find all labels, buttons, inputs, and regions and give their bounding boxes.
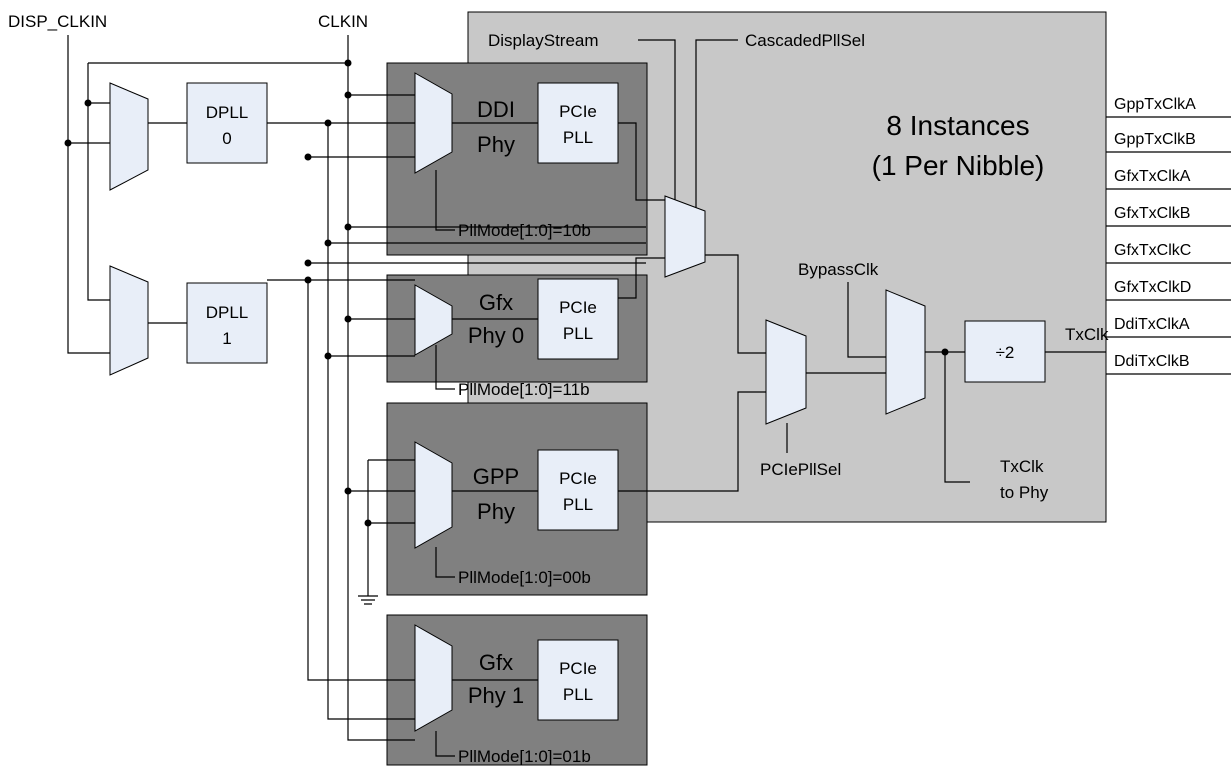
gfx-phy1-mux xyxy=(414,624,453,732)
ddi-pll-line2: PLL xyxy=(563,128,593,147)
dpll0-index: 0 xyxy=(222,129,231,148)
gfx1-phy-line2: Phy 1 xyxy=(468,683,524,708)
dpll0-box xyxy=(186,82,268,164)
gfx1-pcie-pll-box xyxy=(537,639,619,721)
display-stream-label: DisplayStream xyxy=(488,31,599,50)
output-label: DdiTxClkB xyxy=(1114,353,1190,370)
gpp-phy-line1: GPP xyxy=(473,464,519,489)
ddi-pllmode: PllMode[1:0]=10b xyxy=(458,221,591,240)
gfx0-pllmode: PllMode[1:0]=11b xyxy=(458,380,590,399)
gpp-phy-mux xyxy=(414,441,453,549)
gfx1-phy-line1: Gfx xyxy=(479,650,513,675)
gfx0-pcie-pll-box xyxy=(537,278,619,360)
cascaded-pll-sel-label: CascadedPllSel xyxy=(745,31,865,50)
gfx0-pll-line2: PLL xyxy=(563,324,593,343)
dpll1-box xyxy=(186,282,268,364)
output-label: GfxTxClkC xyxy=(1114,242,1191,259)
cascaded-mux xyxy=(664,195,706,278)
junction-dots xyxy=(64,59,949,527)
dpll0-name: DPLL xyxy=(206,103,249,122)
pcie-pll-sel-mux xyxy=(765,319,807,425)
gfx0-pll-line1: PCIe xyxy=(559,298,597,317)
output-label: DdiTxClkA xyxy=(1114,316,1190,333)
output-label: GfxTxClkB xyxy=(1114,205,1190,222)
output-label: GfxTxClkD xyxy=(1114,279,1191,296)
gfx1-pll-line2: PLL xyxy=(563,685,593,704)
ddi-phy-line1: DDI xyxy=(477,97,515,122)
divider-box xyxy=(964,320,1046,383)
disp-mux-1 xyxy=(109,265,149,376)
instance-title-1: 8 Instances xyxy=(886,110,1029,141)
outputs: GppTxClkA GppTxClkB GfxTxClkA GfxTxClkB … xyxy=(1114,96,1196,370)
divider-label: ÷2 xyxy=(996,343,1015,362)
bypass-clk-label: BypassClk xyxy=(798,260,879,279)
gpp-pcie-pll-box xyxy=(537,449,619,531)
gfx0-phy-line2: Phy 0 xyxy=(468,323,524,348)
instance-title-2: (1 Per Nibble) xyxy=(872,150,1045,181)
gfx1-pllmode: PllMode[1:0]=01b xyxy=(458,747,591,766)
txclk-to-phy-line2: to Phy xyxy=(1000,483,1049,502)
txclk-to-phy-line1: TxClk xyxy=(1000,457,1044,476)
bypass-mux xyxy=(885,289,926,415)
gpp-phy-line2: Phy xyxy=(477,499,515,524)
ddi-phy-line2: Phy xyxy=(477,132,515,157)
txclk-label: TxClk xyxy=(1065,325,1109,344)
clkin-label: CLKIN xyxy=(318,12,368,31)
gfx1-pll-line1: PCIe xyxy=(559,659,597,678)
gfx0-phy-line1: Gfx xyxy=(479,290,513,315)
gpp-pllmode: PllMode[1:0]=00b xyxy=(458,568,591,587)
output-label: GppTxClkA xyxy=(1114,96,1196,113)
dpll1-name: DPLL xyxy=(206,303,249,322)
muxes xyxy=(109,72,926,732)
gpp-pll-line1: PCIe xyxy=(559,469,597,488)
gfx-phy0-mux xyxy=(414,284,453,356)
output-label: GppTxClkB xyxy=(1114,131,1196,148)
disp-mux-0 xyxy=(109,82,149,191)
disp-clkin-label: DISP_CLKIN xyxy=(8,12,107,31)
output-label: GfxTxClkA xyxy=(1114,168,1191,185)
output-lines xyxy=(1106,116,1231,375)
ddi-phy-mux xyxy=(414,72,453,174)
pcie-pll-sel-label: PCIePllSel xyxy=(760,460,841,479)
ddi-pcie-pll-box xyxy=(537,82,619,164)
dpll1-index: 1 xyxy=(222,329,231,348)
gpp-pll-line2: PLL xyxy=(563,495,593,514)
ddi-pll-line1: PCIe xyxy=(559,102,597,121)
